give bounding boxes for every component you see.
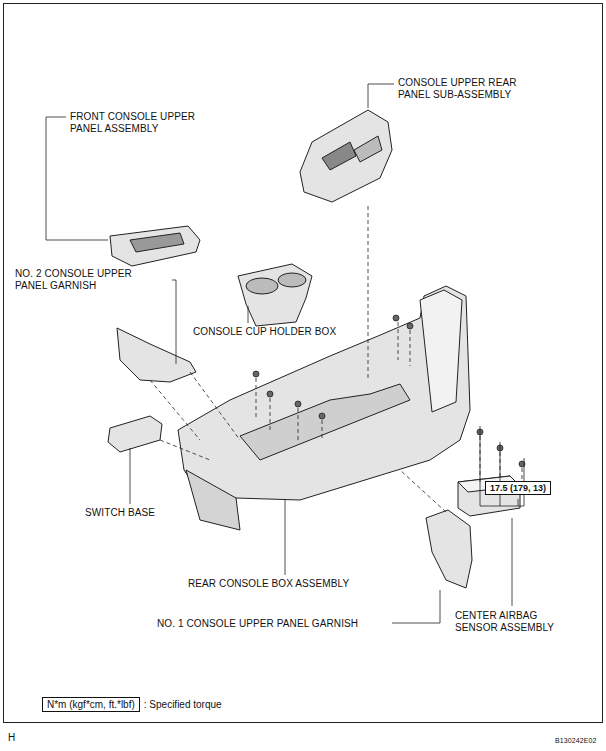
part-label: H bbox=[8, 732, 15, 744]
part-label: CONSOLE CUP HOLDER BOX bbox=[193, 326, 336, 338]
part-label: CENTER AIRBAG SENSOR ASSEMBLY bbox=[455, 610, 570, 634]
torque-legend: N*m (kgf*cm, ft.*lbf) : Specified torque bbox=[42, 697, 222, 712]
part-label: FRONT CONSOLE UPPER PANEL ASSEMBLY bbox=[70, 111, 210, 135]
leader-lines bbox=[46, 84, 524, 623]
box-text: 17.5 (179, 13) bbox=[490, 483, 546, 493]
dashed-guides bbox=[150, 206, 522, 512]
part-label: B130242E02 bbox=[555, 736, 596, 745]
bolts bbox=[253, 315, 525, 467]
part-label: NO. 1 CONSOLE UPPER PANEL GARNISH bbox=[157, 618, 358, 630]
parts bbox=[108, 110, 520, 588]
part-label: CONSOLE UPPER REAR PANEL SUB-ASSEMBLY bbox=[398, 77, 538, 101]
part-label: NO. 2 CONSOLE UPPER PANEL GARNISH bbox=[15, 268, 155, 292]
frame bbox=[4, 4, 603, 723]
part-label: SWITCH BASE bbox=[85, 507, 155, 519]
torque-box: 17.5 (179, 13) bbox=[485, 481, 551, 495]
box-text: N*m (kgf*cm, ft.*lbf) bbox=[42, 697, 140, 712]
note-text: : Specified torque bbox=[144, 699, 222, 710]
part-label: REAR CONSOLE BOX ASSEMBLY bbox=[188, 578, 349, 590]
